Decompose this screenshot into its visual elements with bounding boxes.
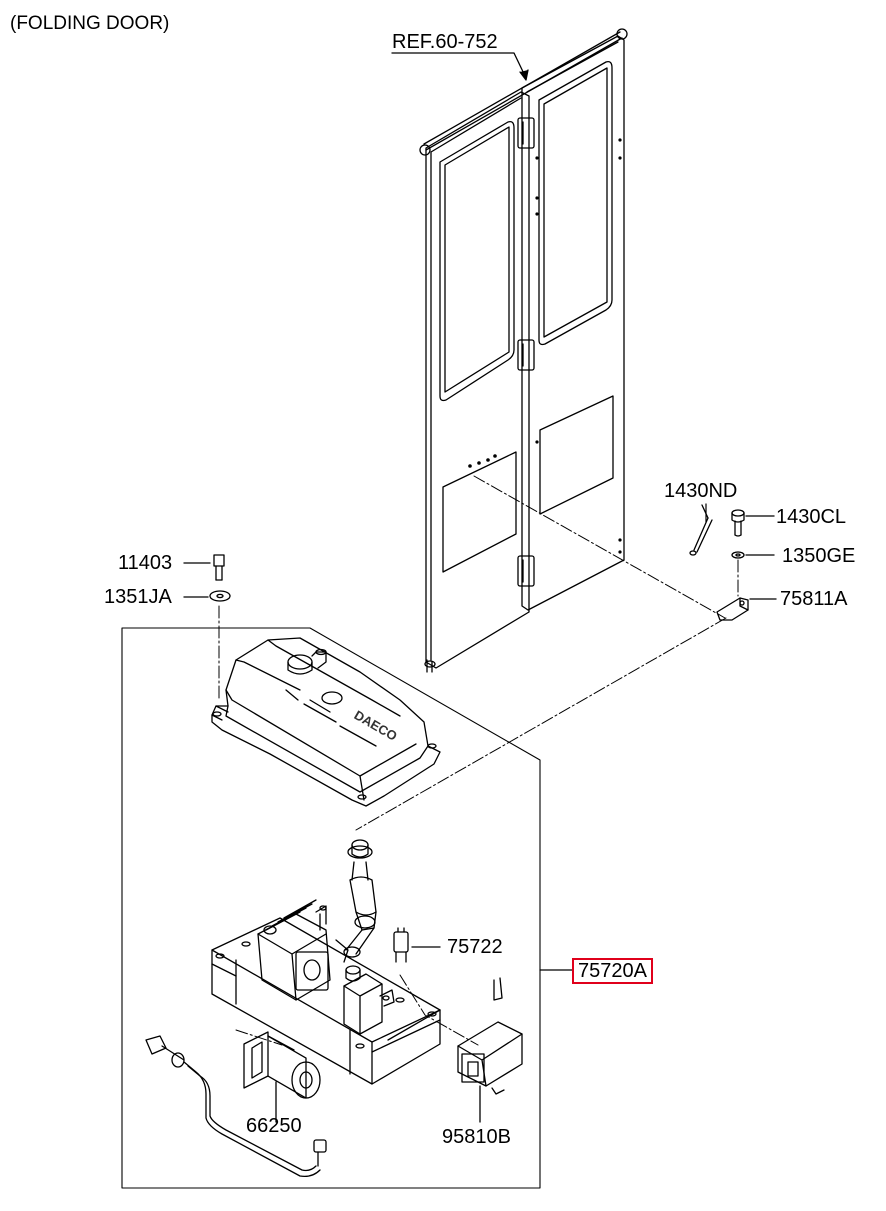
door-window-upper-left <box>440 122 514 401</box>
part-label-75720A-highlighted: 75720A <box>572 958 653 984</box>
folding-door-panels <box>420 29 627 672</box>
door-panel-left-inner-edge <box>431 98 521 660</box>
wire-harness <box>146 1036 326 1176</box>
door-top-rod <box>424 32 622 150</box>
ref-label: REF.60-752 <box>392 31 498 53</box>
part-label-11403: 11403 <box>118 552 173 574</box>
bracket-75811A <box>717 598 776 620</box>
gearbox-housing <box>258 900 330 1000</box>
assembly-center-lines <box>219 476 738 1045</box>
split-pin-1430ND <box>690 505 712 555</box>
controller-95810B <box>458 978 522 1122</box>
diagram-title: (FOLDING DOOR) <box>10 13 170 34</box>
part-label-1430ND: 1430ND <box>664 480 738 502</box>
part-label-1351JA: 1351JA <box>104 586 172 608</box>
door-window-upper-right <box>539 62 612 345</box>
limit-switch-block <box>336 940 394 1034</box>
part-label-75722: 75722 <box>447 936 503 958</box>
actuator-cover <box>212 638 440 806</box>
ref-leader-line <box>392 53 526 78</box>
door-panel-right <box>522 36 624 610</box>
switch-75722 <box>394 928 440 962</box>
motor-66250 <box>244 1032 320 1122</box>
door-lower-panel-right <box>540 396 613 514</box>
washer-1351JA <box>184 591 230 601</box>
bolt-11403 <box>184 555 224 580</box>
washer-1350GE <box>732 552 774 558</box>
motor-base-plate <box>212 918 440 1084</box>
part-label-1430CL: 1430CL <box>776 506 847 528</box>
part-label-1350GE: 1350GE <box>782 545 856 567</box>
linkage-arm <box>344 840 376 957</box>
part-label-66250: 66250 <box>246 1115 302 1137</box>
assembly-frame <box>122 628 540 1188</box>
clevis-pin-1430CL <box>732 510 774 536</box>
door-lower-panel-left <box>443 452 516 572</box>
part-label-75811A: 75811A <box>780 588 848 610</box>
part-label-95810B: 95810B <box>442 1126 511 1148</box>
